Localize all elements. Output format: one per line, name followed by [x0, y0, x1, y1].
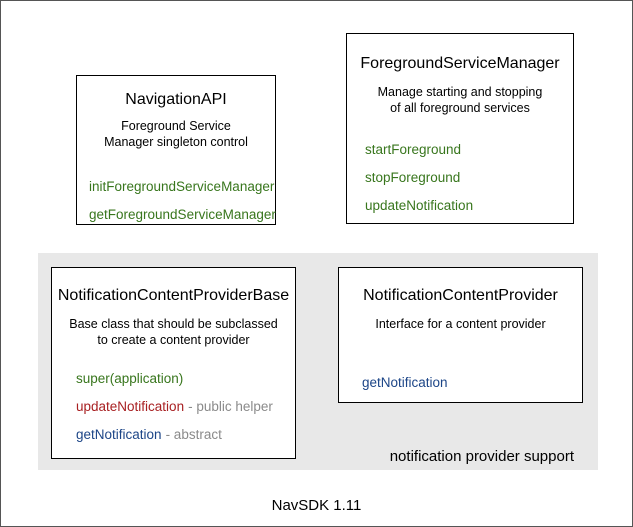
box-title: NotificationContentProviderBase	[57, 287, 290, 304]
box-description: Base class that should be subclassed to …	[52, 317, 295, 348]
navigation-api-box: NavigationAPI Foreground Service Manager…	[76, 75, 276, 225]
method-entry: updateNotification- public helper	[76, 399, 295, 414]
method-name: initForegroundServiceManager	[89, 179, 275, 194]
description-line: to create a content provider	[97, 332, 250, 347]
notification-content-provider-base-box: NotificationContentProviderBase Base cla…	[51, 267, 296, 459]
description-line: of all foreground services	[390, 100, 530, 115]
method-name: getNotification	[76, 427, 162, 442]
method-entry: getNotification- abstract	[76, 427, 295, 442]
description-line: Manage starting and stopping	[377, 85, 543, 99]
method-name: super(application)	[76, 371, 184, 386]
box-title: NotificationContentProvider	[363, 287, 558, 304]
box-title: ForegroundServiceManager	[360, 55, 560, 72]
method-entry: updateNotification	[365, 198, 573, 213]
method-name: getForegroundServiceManager	[89, 207, 276, 222]
method-name: updateNotification	[365, 198, 474, 213]
method-entry: initForegroundServiceManager	[89, 179, 275, 194]
description-line: Base class that should be subclassed	[69, 317, 278, 331]
method-list: getNotification	[339, 375, 582, 390]
method-entry: stopForeground	[365, 170, 573, 185]
region-caption: notification provider support	[389, 448, 574, 465]
method-note: - public helper	[188, 399, 273, 414]
method-entry: startForeground	[365, 142, 573, 157]
box-title: NavigationAPI	[125, 91, 227, 108]
notification-provider-support-region: NotificationContentProviderBase Base cla…	[38, 253, 598, 470]
box-description: Manage starting and stopping of all fore…	[347, 85, 573, 116]
method-entry: getForegroundServiceManager	[89, 207, 276, 222]
method-name: updateNotification	[76, 399, 185, 414]
method-name: stopForeground	[365, 170, 461, 185]
foreground-service-manager-box: ForegroundServiceManager Manage starting…	[346, 33, 574, 224]
method-entry: super(application)	[76, 371, 295, 386]
box-description: Foreground Service Manager singleton con…	[77, 119, 275, 150]
sdk-version-label: NavSDK 1.11	[271, 497, 362, 514]
description-line: Interface for a content provider	[375, 317, 546, 331]
box-description: Interface for a content provider	[339, 317, 582, 333]
method-name: startForeground	[365, 142, 462, 157]
method-name: getNotification	[362, 374, 448, 390]
description-line: Manager singleton control	[104, 134, 248, 149]
description-line: Foreground Service	[121, 119, 231, 133]
method-entry: getNotification	[362, 375, 582, 390]
notification-content-provider-box: NotificationContentProvider Interface fo…	[338, 267, 583, 403]
method-list: startForeground stopForeground updateNot…	[347, 142, 573, 213]
method-list: super(application) updateNotification- p…	[52, 371, 295, 442]
method-list: initForegroundServiceManager getForegrou…	[77, 179, 276, 222]
method-note: - abstract	[165, 427, 222, 442]
